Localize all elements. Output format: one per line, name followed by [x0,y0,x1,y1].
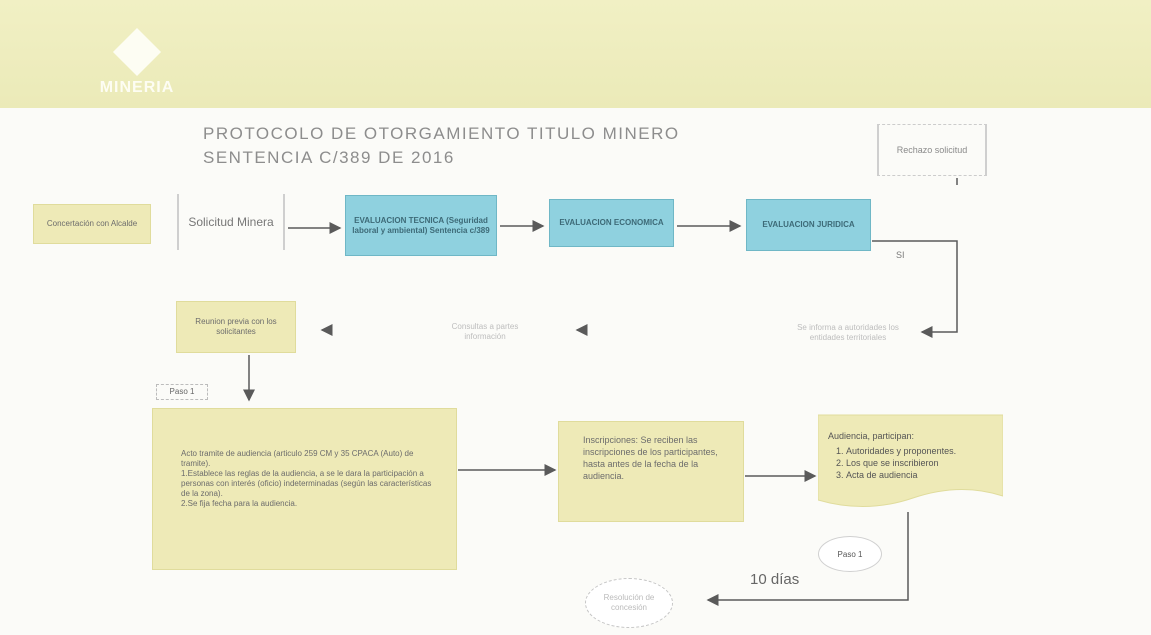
resolucion-label: Resolución de concesión [603,593,655,612]
diagram-title: PROTOCOLO DE OTORGAMIENTO TITULO MINERO … [203,122,680,170]
arrow-juridica-informe [872,240,958,338]
header-banner: MINERIA [0,0,1151,108]
evaluacion-economica-label: EVALUACION ECONOMICA [559,218,664,227]
logo-text: MINERIA [99,79,175,96]
acto-tramite-box: Acto tramite de audiencia (articulo 259 … [152,408,457,570]
evaluacion-juridica-box: EVALUACION JURIDICA [746,199,871,251]
audiencia-item: Autoridades y proponentes. [846,445,998,457]
evaluacion-tecnica-label: EVALUACION TECNICA (Seguridad laboral y … [352,215,490,235]
reunion-label: Reunion previa con los solicitantes [195,317,277,336]
reunion-box: Reunion previa con los solicitantes [176,301,296,353]
evaluacion-juridica-label: EVALUACION JURIDICA [762,220,855,229]
paso1-oval: Paso 1 [818,536,882,572]
solicitud-label: Solicitud Minera [188,214,274,229]
dias-label: 10 días [750,571,800,588]
evaluacion-economica-box: EVALUACION ECONOMICA [549,199,674,247]
acto-tramite-item-2: 2.Se fija fecha para la audiencia. [181,499,298,508]
arrow-audiencia-resolucion [706,512,909,606]
consultas-box: Consultas a partes información [430,316,540,348]
inscripciones-box: Inscripciones: Se reciben las inscripcio… [558,421,744,522]
audiencia-list: Autoridades y proponentes. Los que se in… [828,445,998,481]
audiencia-title: Audiencia, participan: [828,431,915,441]
concertacion-label: Concertación con Alcalde [46,219,138,228]
title-line-1: PROTOCOLO DE OTORGAMIENTO TITULO MINERO [203,124,680,143]
audiencia-text: Audiencia, participan: Autoridades y pro… [828,430,998,481]
rechazo-label: Rechazo solicitud [896,145,968,155]
informe-box: Se informa a autoridades los entidades t… [778,302,918,364]
audiencia-document: Audiencia, participan: Autoridades y pro… [817,412,1004,512]
informe-label: Se informa a autoridades los entidades t… [797,323,899,342]
concertacion-box: Concertación con Alcalde [33,204,151,244]
resolucion-cloud: Resolución de concesión [585,578,673,628]
paso1-oval-label: Paso 1 [837,549,863,559]
mineria-logo: MINERIA [92,27,182,105]
audiencia-item: Acta de audiencia [846,469,998,481]
inscripciones-label: Inscripciones: Se reciben las inscripcio… [583,435,718,481]
rechazo-box: Rechazo solicitud [877,124,987,176]
consultas-label: Consultas a partes información [451,322,519,341]
title-line-2: SENTENCIA C/389 DE 2016 [203,148,455,167]
evaluacion-tecnica-box: EVALUACION TECNICA (Seguridad laboral y … [345,195,497,256]
audiencia-item: Los que se inscribieron [846,457,998,469]
acto-tramite-title: Acto tramite de audiencia (articulo 259 … [181,449,414,468]
solicitud-box: Solicitud Minera [177,194,285,250]
acto-tramite-item-1: 1.Establece las reglas de la audiencia, … [181,469,432,498]
audiencia-document-shape [817,414,1004,507]
paso1-label: Paso 1 [169,387,195,396]
si-label: SI [896,250,905,260]
paso1-label-box: Paso 1 [156,384,208,400]
acto-tramite-text: Acto tramite de audiencia (articulo 259 … [181,449,432,509]
